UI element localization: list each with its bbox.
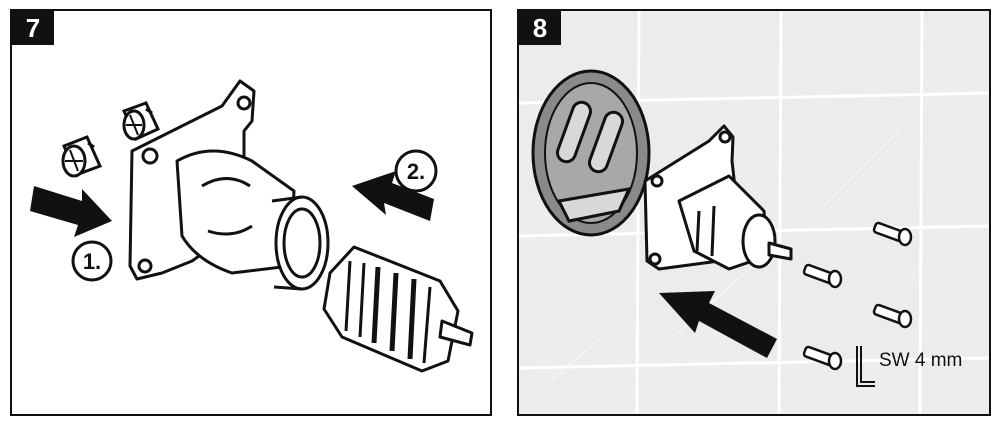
step-8-illustration <box>519 11 989 414</box>
plug-cap-2 <box>61 135 103 178</box>
cartridge-drawing <box>322 245 474 373</box>
allen-key-size-label: SW 4 mm <box>879 350 963 371</box>
step-8-panel: 8 <box>517 9 991 416</box>
trim-plate-drawing <box>531 69 651 237</box>
screw-icon <box>872 303 913 329</box>
plug-cap-1 <box>121 101 160 141</box>
screw-icon <box>872 221 913 247</box>
valve-assembly-drawing <box>643 124 793 271</box>
valve-body-drawing <box>128 79 330 291</box>
step-1-circle <box>71 240 113 282</box>
thick-arrow-icon <box>30 186 112 237</box>
step-8-number-badge: 8 <box>519 11 561 45</box>
step-1-label: 1. <box>83 249 101 274</box>
thick-arrow-icon <box>352 171 434 221</box>
step-7-number-badge: 7 <box>12 11 54 45</box>
step-7-panel: 7 <box>10 9 492 416</box>
step-2-label: 2. <box>407 159 425 184</box>
screw-icon <box>802 345 843 371</box>
step-7-illustration: 1. 2. <box>30 79 474 373</box>
step-2-circle <box>394 149 438 193</box>
screw-icon <box>802 263 843 289</box>
thick-arrow-icon <box>659 291 777 358</box>
allen-key-callout: SW 4 mm <box>853 344 971 392</box>
allen-key-icon <box>856 346 875 387</box>
